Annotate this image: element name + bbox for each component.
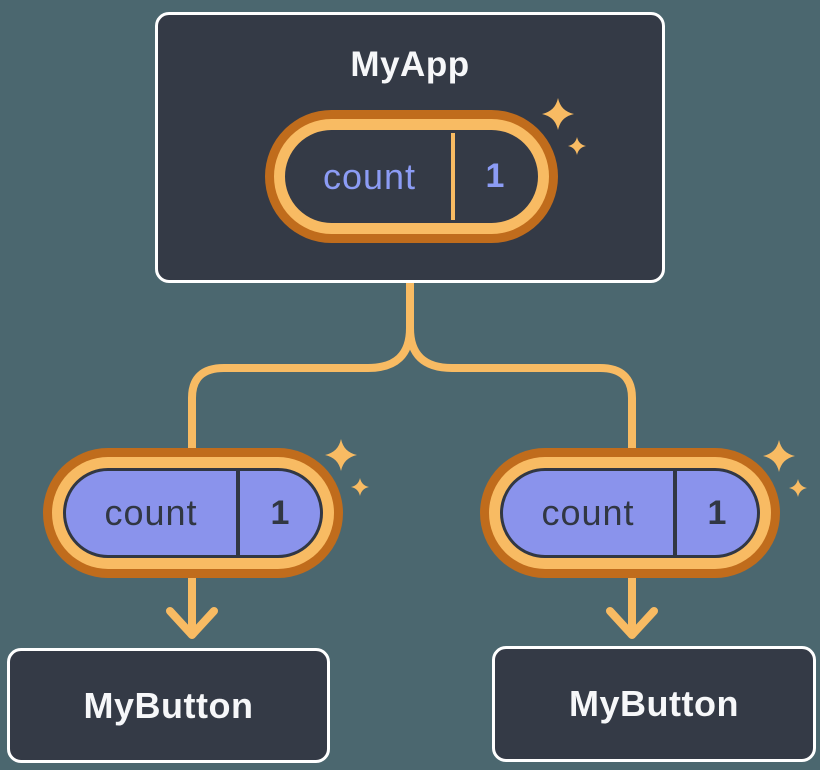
- prop-name: count: [541, 492, 635, 533]
- state-name: count: [322, 155, 417, 197]
- component-title: MyButton: [83, 684, 254, 726]
- branch-left-line: [188, 279, 414, 454]
- prop-pill-left: count 1: [43, 448, 343, 578]
- prop-name: count: [104, 492, 198, 533]
- prop-pill-right: count 1: [480, 448, 780, 578]
- sparkle-icon: [542, 98, 586, 155]
- pill-divider: [673, 471, 677, 555]
- pill-divider: [451, 133, 455, 220]
- pill-divider: [236, 471, 240, 555]
- component-title: MyButton: [569, 683, 739, 724]
- pill-ring: count 1: [489, 457, 771, 569]
- pill-ring: count 1: [274, 119, 549, 234]
- sparkle-icon: [325, 439, 369, 496]
- component-title: MyApp: [350, 45, 470, 84]
- branch-right-line: [406, 279, 636, 454]
- state-pill-myapp: count 1: [265, 110, 558, 243]
- component-card-mybutton-right: MyButton: [492, 646, 816, 762]
- component-card-mybutton-left: MyButton: [7, 648, 330, 763]
- state-value: 1: [485, 157, 505, 195]
- arrow-down-icon: [166, 572, 218, 639]
- pill-ring: count 1: [52, 457, 334, 569]
- arrow-down-icon: [606, 572, 658, 639]
- prop-value: 1: [270, 493, 290, 532]
- sparkle-icon: [763, 440, 807, 497]
- prop-value: 1: [707, 493, 727, 532]
